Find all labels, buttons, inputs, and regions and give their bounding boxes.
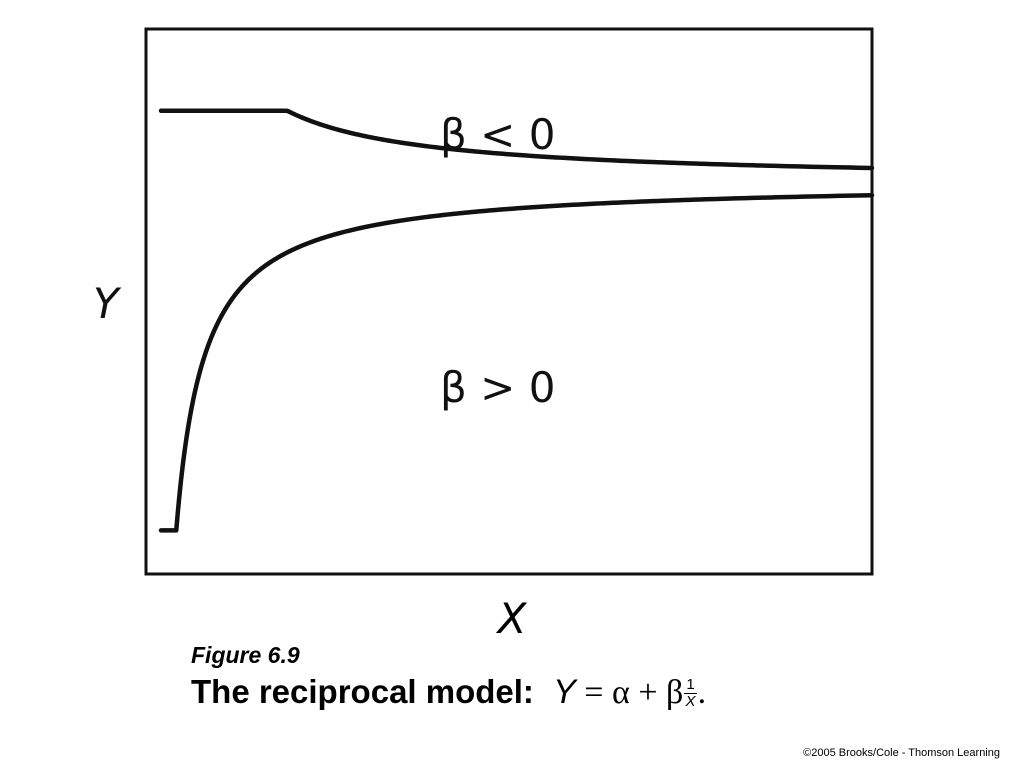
copyright-notice: ©2005 Brooks/Cole - Thomson Learning xyxy=(803,747,1000,759)
series-curve-beta-positive xyxy=(158,108,875,171)
equation-lhs: Y xyxy=(553,673,576,711)
equation-plus: + xyxy=(638,674,658,711)
series-layer xyxy=(158,108,875,533)
x-axis-label: X xyxy=(497,594,527,643)
series-label-beta-positive: β > 0 xyxy=(440,363,555,412)
equation-end: . xyxy=(697,674,707,711)
equation-beta: β xyxy=(666,674,684,711)
equation-alpha: α xyxy=(611,674,630,711)
chart: β < 0 β > 0 Y xyxy=(93,27,875,576)
figure-number: Figure 6.9 xyxy=(191,642,300,668)
equation-equals: = xyxy=(584,674,604,711)
fraction-numerator: 1 xyxy=(684,675,697,694)
caption-text: The reciprocal model: xyxy=(191,673,534,710)
y-axis-label: Y xyxy=(93,279,122,328)
fraction-denominator: X xyxy=(685,692,696,710)
series-curve-beta-negative xyxy=(158,192,875,533)
series-label-beta-negative: β < 0 xyxy=(440,110,555,159)
plot-frame xyxy=(144,27,874,576)
